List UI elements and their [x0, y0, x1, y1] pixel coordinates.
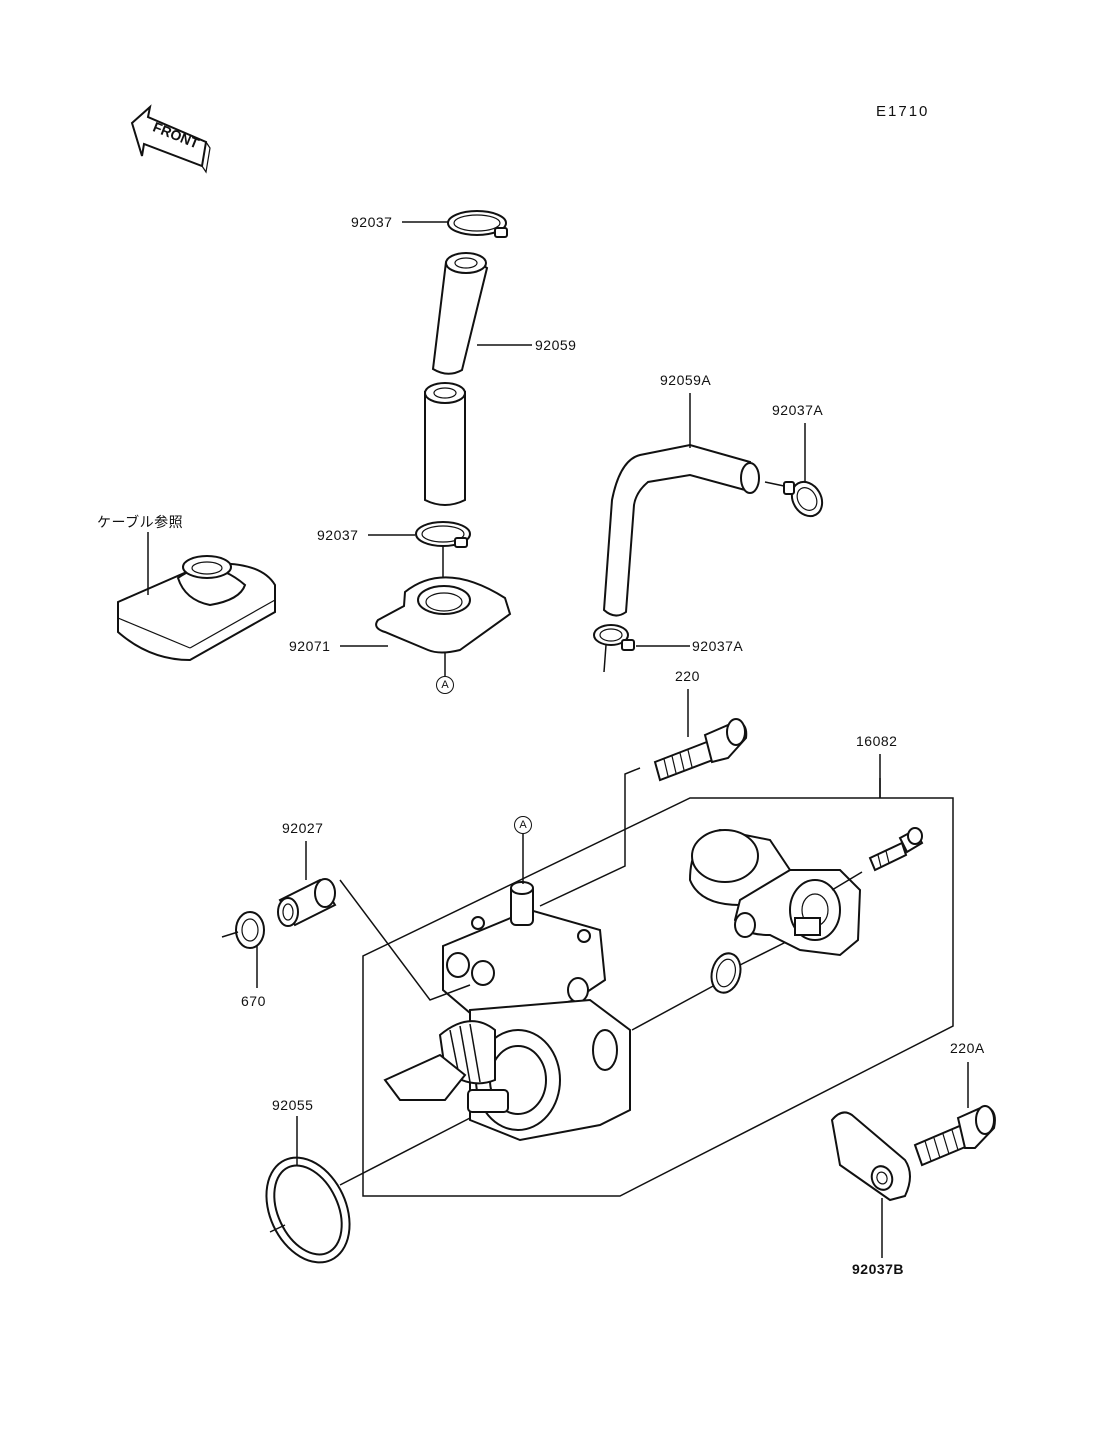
cable-ref-label: ケーブル参照 — [97, 514, 184, 530]
part-number-label: 16082 — [856, 733, 898, 749]
o-ring-part — [710, 952, 742, 994]
part-number-label: 92037A — [692, 638, 744, 654]
part-number-label: 92037B — [852, 1261, 905, 1277]
cable-ref-part — [117, 555, 276, 662]
collar-part — [277, 878, 337, 927]
bolt-220a-part — [913, 1104, 996, 1167]
diagram-code: E1710 — [876, 103, 930, 120]
hose-upper-part — [431, 252, 489, 375]
part-number-label: 92037 — [351, 214, 393, 230]
part-number-label: 220 — [675, 668, 700, 684]
part-number-label: 92071 — [289, 638, 331, 654]
bolt-220-part — [653, 718, 748, 782]
washer-part — [235, 911, 265, 949]
clamp-top-part — [447, 210, 508, 238]
pump-cover-part — [688, 828, 862, 957]
clamp-bent-top-part — [783, 480, 824, 518]
clamp-bent-bottom-part — [593, 624, 635, 673]
hose-bent-part — [602, 443, 760, 617]
pump-body-part — [383, 881, 631, 1142]
ref-marker-a: A — [514, 816, 532, 834]
ref-marker-a: A — [436, 676, 454, 694]
part-number-label: 92055 — [272, 1097, 314, 1113]
part-number-label: 670 — [241, 993, 266, 1009]
front-arrow-icon: FRONT — [130, 104, 211, 174]
clamp-mid-part — [415, 521, 471, 548]
part-number-label: 220A — [950, 1040, 985, 1056]
part-number-label: 92059 — [535, 337, 577, 353]
screw-small-part — [868, 827, 924, 872]
part-number-label: 92037A — [772, 402, 824, 418]
hose-lower-part — [424, 382, 466, 506]
part-number-label: 92027 — [282, 820, 324, 836]
part-number-label: 92037 — [317, 527, 359, 543]
part-number-label: 92059A — [660, 372, 712, 388]
gasket-part — [265, 1156, 351, 1264]
cable-cover-part — [375, 576, 512, 654]
bracket-part — [830, 1111, 911, 1202]
